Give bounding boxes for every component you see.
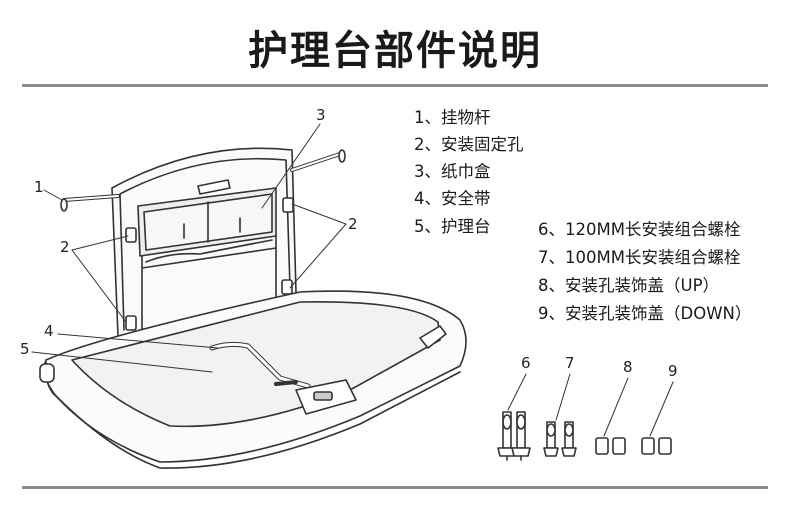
legend-item-1: 1、挂物杆 [414, 108, 491, 127]
legend-item-4: 4、安全带 [414, 189, 491, 208]
top-divider [22, 84, 768, 87]
callout-5: 5 [20, 340, 30, 358]
bolt-120mm: 6 [497, 354, 531, 461]
callout-3: 3 [316, 106, 326, 124]
callout-2-left: 2 [60, 238, 70, 256]
mounting-holes [125, 197, 294, 331]
callout-2-right: 2 [348, 215, 358, 233]
legend-item-6: 6、120MM长安装组合螺栓 [538, 220, 741, 239]
legend-item-2: 2、安装固定孔 [414, 135, 524, 154]
legend-item-5: 5、护理台 [414, 217, 491, 236]
safety-belt [209, 341, 357, 415]
legend-item-7: 7、100MM长安装组合螺栓 [538, 248, 741, 267]
callout-7: 7 [565, 354, 575, 372]
page-title: 护理台部件说明 [248, 28, 542, 74]
tissue-box [137, 187, 277, 269]
callout-1: 1 [34, 178, 44, 196]
legend-item-8: 8、安装孔装饰盖（UP） [538, 276, 720, 295]
hanging-rod [60, 149, 346, 212]
bottom-divider [22, 486, 768, 489]
legend-item-3: 3、纸巾盒 [414, 162, 491, 181]
callout-8: 8 [623, 358, 633, 376]
legend-item-9: 9、安装孔装饰盖（DOWN） [538, 304, 752, 323]
bolt-100mm: 7 [543, 354, 577, 457]
hole-cover-up: 8 [595, 358, 633, 455]
callout-4: 4 [44, 322, 54, 340]
callout-6: 6 [521, 354, 531, 372]
leader-lines [31, 123, 347, 373]
hole-cover-down: 9 [641, 362, 678, 455]
callout-9: 9 [668, 362, 678, 380]
